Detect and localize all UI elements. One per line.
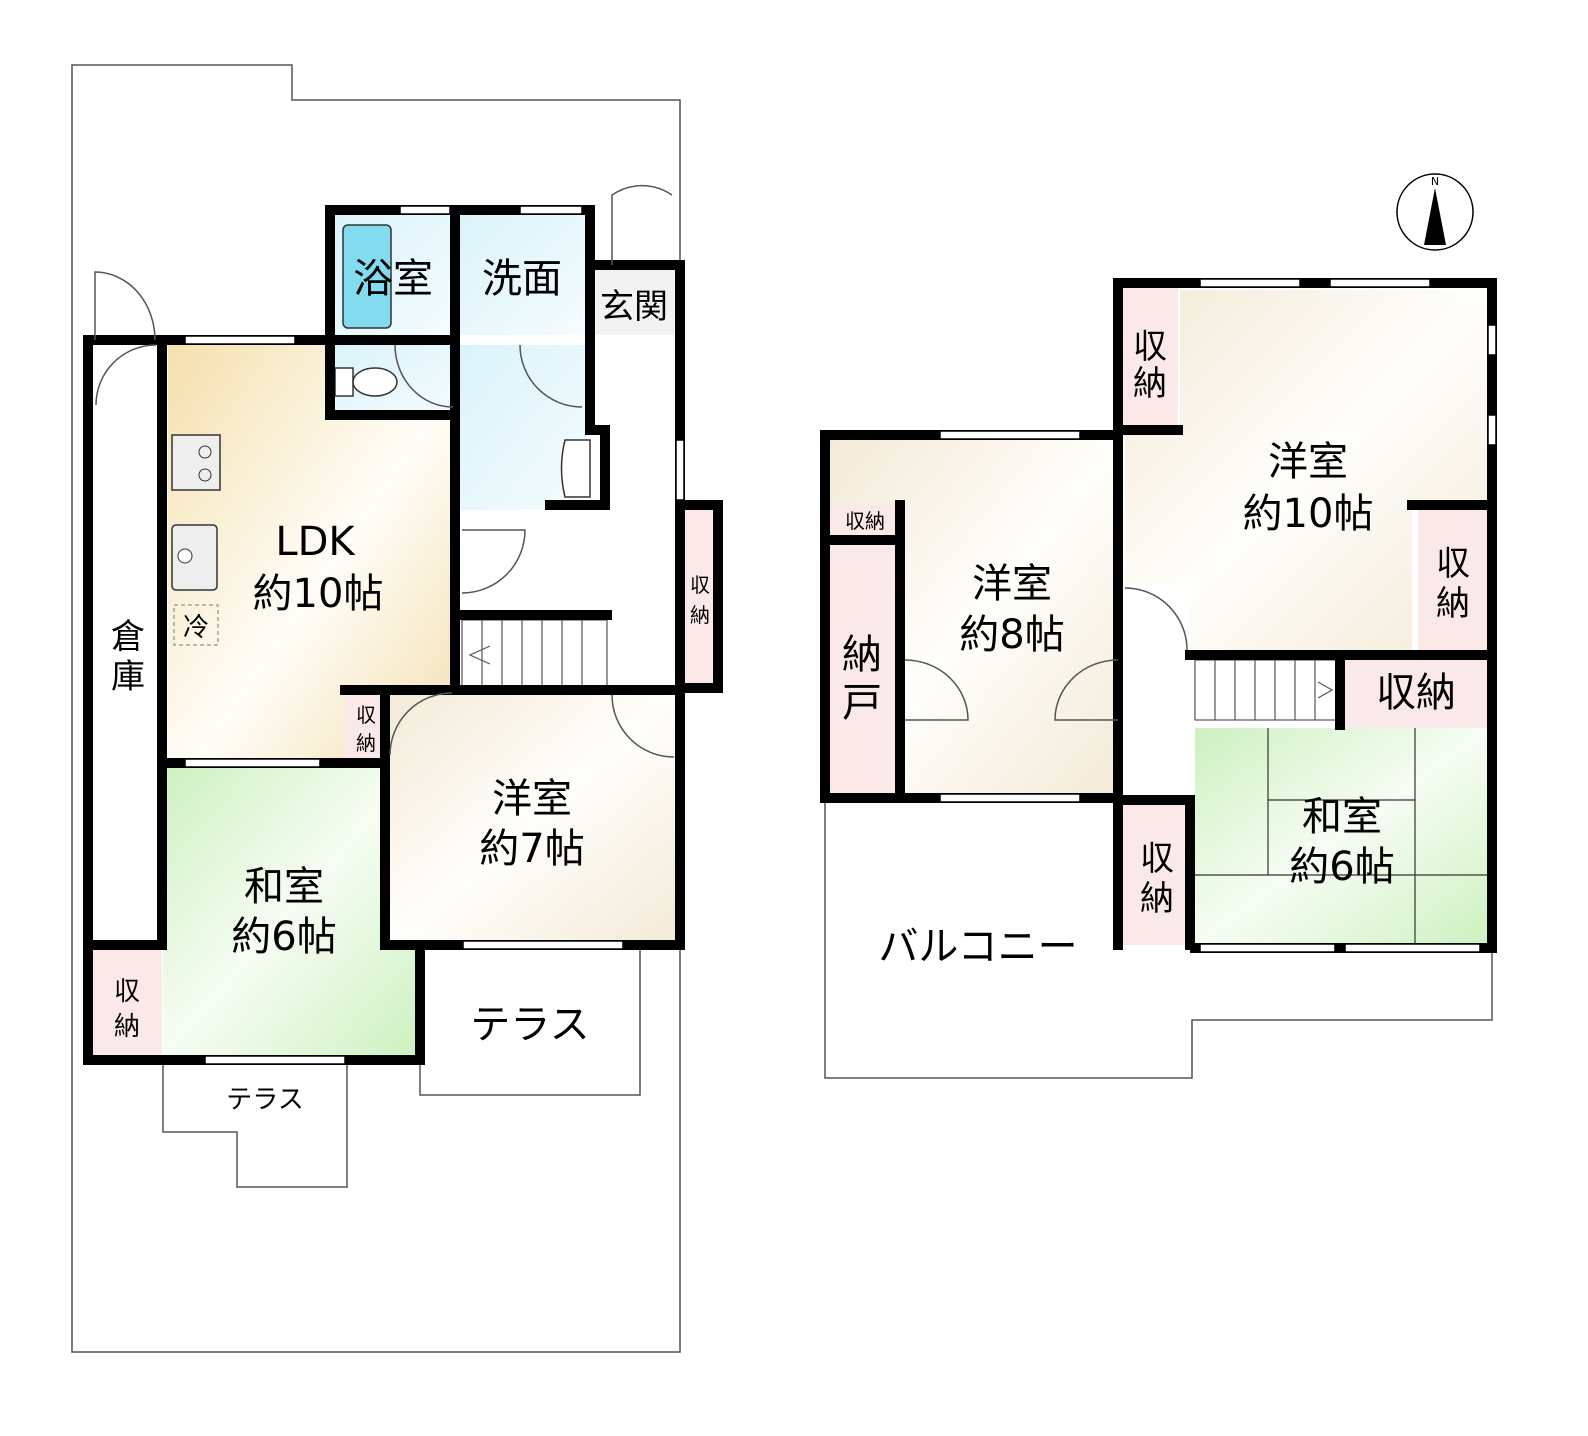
terrace-bottom-label: テラス	[226, 1085, 303, 1115]
storehouse	[88, 340, 162, 945]
closet-label-2: 戸	[842, 680, 882, 726]
ldk-size: 約10帖	[253, 571, 384, 617]
ldk-label: LDK	[275, 519, 356, 565]
western-room-10	[1125, 290, 1488, 652]
door-swings-2f	[904, 587, 1188, 721]
door-swings-1f	[94, 184, 675, 758]
storage-top-left-2f	[1122, 287, 1178, 430]
balcony-outline	[824, 800, 1493, 1079]
stairs-1f	[461, 619, 608, 687]
kitchen-stove-icon	[171, 434, 221, 491]
storage-left	[88, 948, 162, 1055]
stairs-2f	[1194, 659, 1339, 721]
bathtub	[342, 224, 392, 329]
windows-1f	[184, 205, 685, 1065]
storage-r-label-2: 納	[1436, 584, 1470, 624]
toilet-icon	[334, 367, 398, 397]
kitchen-sink-icon	[171, 524, 218, 591]
room8-label: 洋室	[972, 561, 1052, 607]
western-room-1f	[388, 690, 680, 945]
compass-n-label: N	[1431, 175, 1439, 188]
japanese-room-size-2f: 約6帖	[1289, 844, 1394, 890]
closet-label-1: 納	[842, 632, 882, 678]
japanese-room-label-1f: 和室	[244, 864, 324, 910]
room8-size: 約8帖	[959, 612, 1064, 658]
storage-tl-label-2: 納	[1133, 364, 1167, 404]
compass-north-icon: N	[1396, 173, 1474, 251]
terrace-bottom-area	[162, 1057, 348, 1188]
storage-hall	[682, 505, 718, 688]
closet-2f	[830, 545, 897, 798]
ldk-room	[168, 345, 455, 760]
balcony-label: バルコニー	[878, 924, 1077, 970]
storage-small-2f-label: 収納	[845, 509, 885, 533]
storage-r-label-1: 収	[1436, 544, 1470, 584]
terrace-right-label: テラス	[470, 1002, 589, 1048]
japanese-room-label-2f: 和室	[1302, 794, 1382, 840]
storage-wide-label: 収納	[1376, 670, 1456, 716]
storage-wide-2f	[1345, 660, 1488, 728]
entrance	[590, 268, 678, 335]
storage-tl-label-1: 収	[1133, 327, 1167, 367]
storage-bl-label-1: 収	[1140, 839, 1174, 879]
storage-bottom-left-2f	[1122, 802, 1190, 945]
storage-small-2f	[830, 505, 897, 540]
fridge-label: 冷	[183, 613, 209, 643]
storage-small-1f	[345, 692, 385, 758]
washroom	[455, 210, 587, 335]
storage-small-label-2: 納	[356, 731, 376, 755]
japanese-room-2f	[1195, 728, 1488, 945]
storage-left-label-2: 納	[114, 1012, 140, 1042]
western-room-size-1f: 約7帖	[479, 826, 584, 872]
storage-hall-label-1: 収	[690, 573, 710, 597]
storage-hall-label-2: 納	[690, 603, 710, 627]
western-room-label-1f: 洋室	[492, 776, 572, 822]
washbasin-icon	[560, 439, 591, 498]
washroom-label: 洗面	[482, 256, 562, 302]
storehouse-label-2: 庫	[111, 657, 145, 697]
tatami-lines	[1195, 728, 1488, 945]
storage-bl-label-2: 納	[1140, 879, 1174, 919]
bath-label: 浴室	[353, 256, 433, 302]
entrance-label: 玄関	[600, 287, 668, 327]
lot-boundary	[71, 64, 681, 1353]
windows-2f	[939, 278, 1497, 953]
storage-right-2f	[1418, 508, 1488, 653]
storage-left-label-1: 収	[114, 977, 140, 1007]
storehouse-label-1: 倉	[111, 617, 145, 657]
japanese-room-size-1f: 約6帖	[231, 914, 336, 960]
storage-small-label-1: 収	[356, 703, 376, 727]
fridge-box	[173, 604, 219, 646]
room10-label: 洋室	[1268, 439, 1348, 485]
room10-size: 約10帖	[1243, 491, 1374, 537]
japanese-room-1f	[163, 765, 418, 1055]
